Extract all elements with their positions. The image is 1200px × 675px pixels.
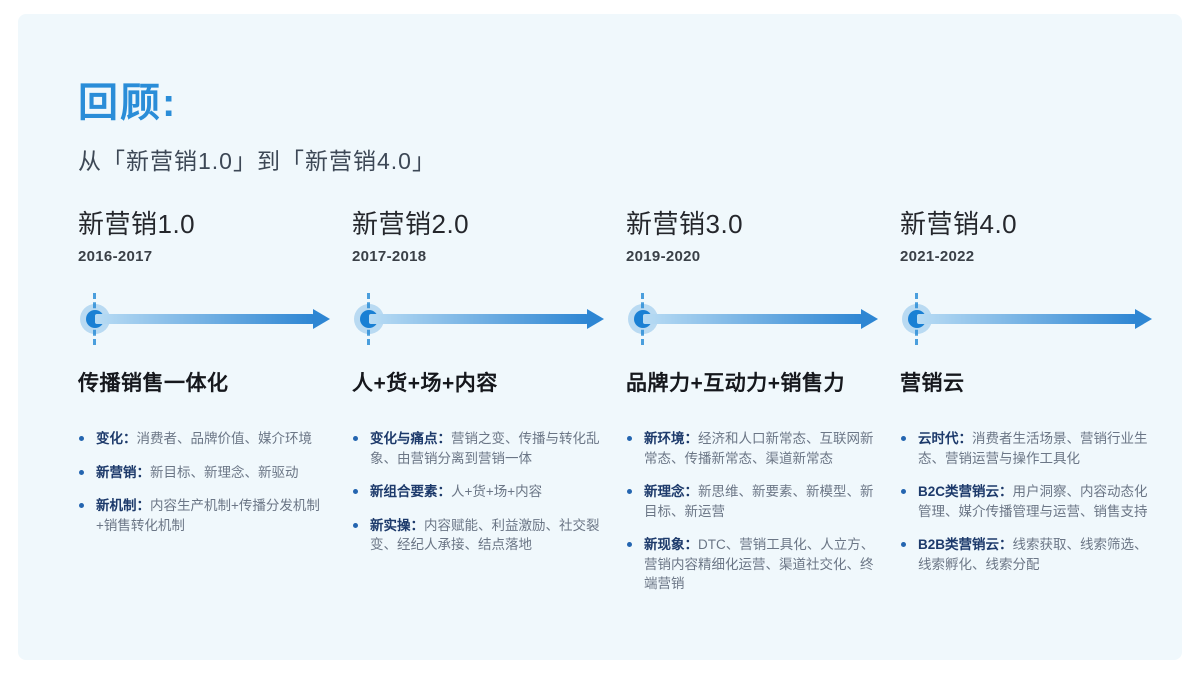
timeline-arrow-bar <box>917 314 1136 324</box>
bullet-item: 新理念：新思维、新要素、新模型、新目标、新运营 <box>626 482 878 521</box>
bullet-text: 变化：消费者、品牌价值、媒介环境 <box>96 431 312 446</box>
column-years: 2016-2017 <box>78 248 153 265</box>
bullet-dot-icon <box>627 542 632 548</box>
bullet-dot-icon <box>627 489 632 495</box>
bullet-dot-icon <box>79 469 84 475</box>
timeline-column-marketing-1-0: 新营销1.0 2016-2017 传播销售一体化 变化：消费者、品牌价值、媒介环… <box>78 204 330 608</box>
slide-canvas: 回顾: 从「新营销1.0」到「新营销4.0」 新营销1.0 2016-2017 … <box>18 14 1182 660</box>
bullet-text: 新环境：经济和人口新常态、互联网新常态、传播新常态、渠道新常态 <box>644 431 874 466</box>
column-subtitle: 营销云 <box>900 372 965 395</box>
timeline-arrow-bar <box>643 314 862 324</box>
bullet-item: 新实操：内容赋能、利益激励、社交裂变、经纪人承接、结点落地 <box>352 516 604 555</box>
timeline-arrow-bar <box>369 314 588 324</box>
column-subtitle: 人+货+场+内容 <box>352 372 498 395</box>
bullet-text: 新实操：内容赋能、利益激励、社交裂变、经纪人承接、结点落地 <box>370 517 600 553</box>
bullet-text: 云时代：消费者生活场景、营销行业生态、营销运营与操作工具化 <box>918 431 1148 466</box>
bullet-text: 新机制：内容生产机制+传播分发机制+销售转化机制 <box>96 498 320 533</box>
bullet-item: 新营销：新目标、新理念、新驱动 <box>78 463 330 483</box>
bullet-text: 新组合要素：人+货+场+内容 <box>370 484 543 500</box>
bullet-dot-icon <box>901 436 906 441</box>
bullet-text: 变化与痛点：营销之变、传播与转化乱象、由营销分离到营销一体 <box>370 431 600 466</box>
timeline-arrow-bar <box>95 314 314 324</box>
page-subtitle: 从「新营销1.0」到「新营销4.0」 <box>78 148 436 174</box>
bullet-text: B2C类营销云：用户洞察、内容动态化管理、媒介传播管理与运营、销售支持 <box>918 484 1148 519</box>
timeline-arrowhead-icon <box>861 309 878 329</box>
timeline-arrowhead-icon <box>587 309 604 329</box>
bullet-item: B2C类营销云：用户洞察、内容动态化管理、媒介传播管理与运营、销售支持 <box>900 482 1152 521</box>
bullet-dot-icon <box>901 542 906 548</box>
bullet-dot-icon <box>353 436 358 441</box>
bullet-item: 变化：消费者、品牌价值、媒介环境 <box>78 429 330 449</box>
column-years: 2017-2018 <box>352 248 427 265</box>
bullet-item: 新机制：内容生产机制+传播分发机制+销售转化机制 <box>78 496 330 535</box>
column-years: 2021-2022 <box>900 248 975 265</box>
column-heading: 新营销4.0 <box>900 209 1018 239</box>
timeline-column-marketing-2-0: 新营销2.0 2017-2018 人+货+场+内容 变化与痛点：营销之变、传播与… <box>352 204 604 608</box>
bullet-item: 新现象：DTC、营销工具化、人立方、营销内容精细化运营、渠道社交化、终端营销 <box>626 535 878 594</box>
timeline-column-marketing-4-0: 新营销4.0 2021-2022 营销云 云时代：消费者生活场景、营销行业生态、… <box>900 204 1152 608</box>
bullet-list: 变化与痛点：营销之变、传播与转化乱象、由营销分离到营销一体 新组合要素：人+货+… <box>352 429 604 555</box>
timeline-graphic <box>78 291 330 347</box>
bullet-list: 新环境：经济和人口新常态、互联网新常态、传播新常态、渠道新常态 新理念：新思维、… <box>626 429 878 594</box>
timeline-graphic <box>900 291 1152 347</box>
bullet-text: 新理念：新思维、新要素、新模型、新目标、新运营 <box>644 484 874 519</box>
column-heading: 新营销2.0 <box>352 209 470 239</box>
bullet-dot-icon <box>353 522 358 528</box>
bullet-dot-icon <box>79 436 84 441</box>
timeline-arrowhead-icon <box>313 309 330 329</box>
bullet-dot-icon <box>627 436 632 441</box>
bullet-list: 变化：消费者、品牌价值、媒介环境 新营销：新目标、新理念、新驱动 新机制：内容生… <box>78 429 330 535</box>
timeline-arrowhead-icon <box>1135 309 1152 329</box>
bullet-item: 新环境：经济和人口新常态、互联网新常态、传播新常态、渠道新常态 <box>626 429 878 468</box>
timeline-columns: 新营销1.0 2016-2017 传播销售一体化 变化：消费者、品牌价值、媒介环… <box>78 204 1158 608</box>
timeline-graphic <box>352 291 604 347</box>
bullet-dot-icon <box>79 503 84 509</box>
column-heading: 新营销3.0 <box>626 209 744 239</box>
slide-header: 回顾: 从「新营销1.0」到「新营销4.0」 <box>78 70 436 176</box>
bullet-list: 云时代：消费者生活场景、营销行业生态、营销运营与操作工具化 B2C类营销云：用户… <box>900 429 1152 574</box>
column-subtitle: 品牌力+互动力+销售力 <box>626 372 846 395</box>
bullet-item: B2B类营销云：线索获取、线索筛选、线索孵化、线索分配 <box>900 535 1152 574</box>
bullet-text: 新现象：DTC、营销工具化、人立方、营销内容精细化运营、渠道社交化、终端营销 <box>644 537 875 592</box>
column-heading: 新营销1.0 <box>78 209 196 239</box>
bullet-dot-icon <box>901 489 906 495</box>
page-title: 回顾: <box>78 81 178 125</box>
bullet-text: B2B类营销云：线索获取、线索筛选、线索孵化、线索分配 <box>918 537 1148 572</box>
bullet-text: 新营销：新目标、新理念、新驱动 <box>96 464 299 480</box>
column-years: 2019-2020 <box>626 248 701 265</box>
bullet-item: 云时代：消费者生活场景、营销行业生态、营销运营与操作工具化 <box>900 429 1152 468</box>
column-subtitle: 传播销售一体化 <box>78 372 229 395</box>
timeline-graphic <box>626 291 878 347</box>
timeline-column-marketing-3-0: 新营销3.0 2019-2020 品牌力+互动力+销售力 新环境：经济和人口新常… <box>626 204 878 608</box>
bullet-item: 变化与痛点：营销之变、传播与转化乱象、由营销分离到营销一体 <box>352 429 604 468</box>
bullet-dot-icon <box>353 489 358 495</box>
bullet-item: 新组合要素：人+货+场+内容 <box>352 482 604 502</box>
